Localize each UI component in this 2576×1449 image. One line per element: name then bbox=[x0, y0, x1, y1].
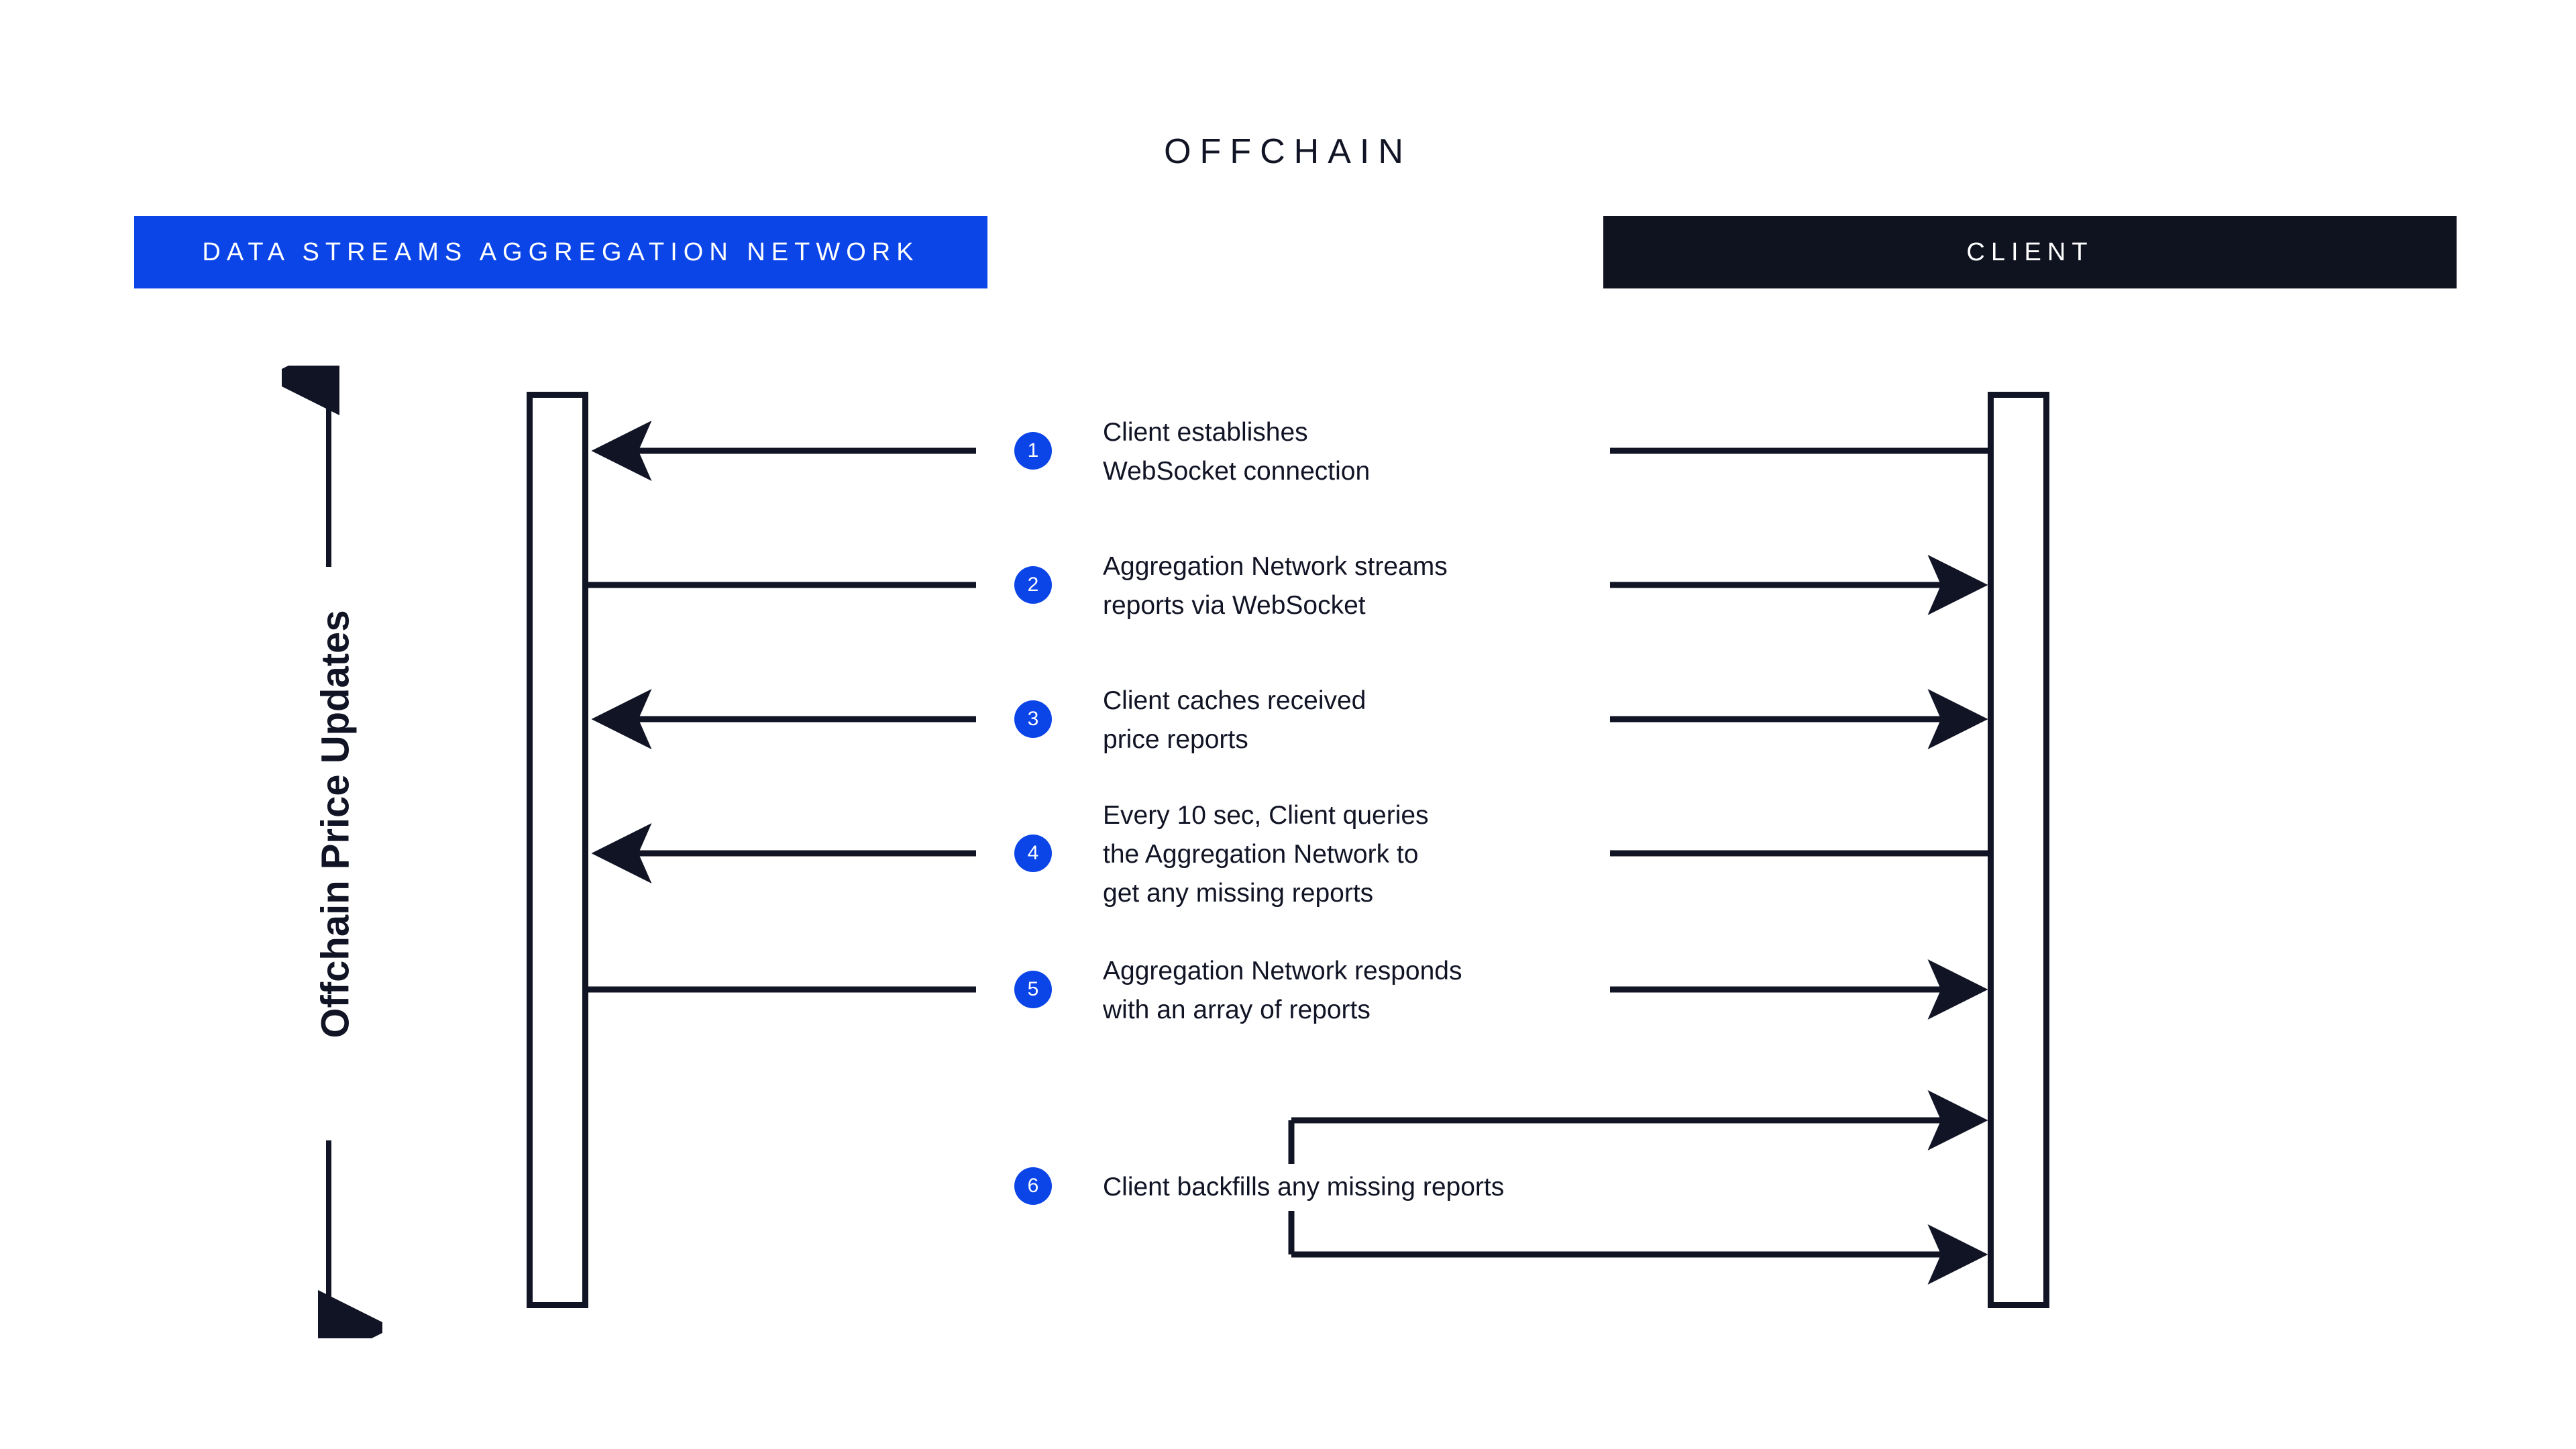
lane-header-network: DATA STREAMS AGGREGATION NETWORK bbox=[134, 216, 987, 288]
step-6-label: Client backfills any missing reports bbox=[1103, 1173, 1505, 1201]
lifeline-network bbox=[527, 392, 588, 1308]
step-5-label: Aggregation Network responds with an arr… bbox=[1103, 957, 1462, 1024]
step-2-badge: 2 bbox=[1014, 566, 1052, 604]
step-3-badge: 3 bbox=[1014, 700, 1052, 738]
step-4-label: Every 10 sec, Client queries the Aggrega… bbox=[1103, 801, 1429, 908]
step-6-badge: 6 bbox=[1014, 1167, 1052, 1205]
lane-header-client: CLIENT bbox=[1603, 216, 2457, 288]
lane-header-client-label: CLIENT bbox=[1966, 237, 2094, 266]
lane-header-network-label: DATA STREAMS AGGREGATION NETWORK bbox=[202, 237, 920, 266]
offchain-price-updates-label: Offchain Price Updates bbox=[313, 610, 358, 1038]
step-5-badge: 5 bbox=[1014, 971, 1052, 1008]
double-arrow-vertical-icon bbox=[282, 366, 382, 1338]
page-title: OFFCHAIN bbox=[1164, 132, 1412, 171]
step-3-label: Client caches received price reports bbox=[1103, 686, 1366, 754]
step-2-label: Aggregation Network streams reports via … bbox=[1103, 552, 1448, 620]
arrow-step-6-selfloop-upper bbox=[1288, 1090, 1988, 1164]
offchain-price-updates-axis: Offchain Price Updates bbox=[282, 366, 382, 1338]
step-1-label: Client establishes WebSocket connection bbox=[1103, 418, 1371, 486]
arrow-step-6-selfloop-lower bbox=[1288, 1211, 1988, 1285]
step-4-badge: 4 bbox=[1014, 835, 1052, 872]
lifeline-client bbox=[1988, 392, 2049, 1308]
step-1-badge: 1 bbox=[1014, 432, 1052, 470]
